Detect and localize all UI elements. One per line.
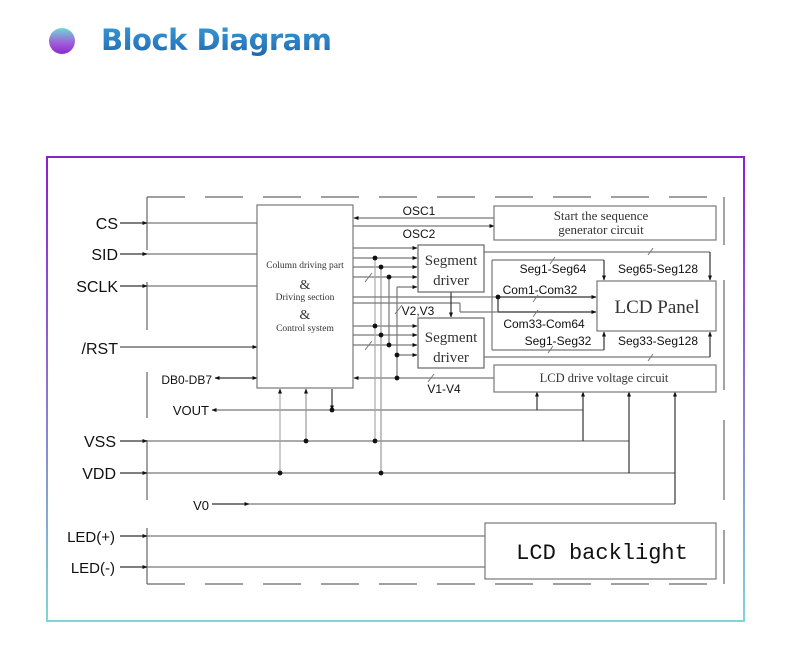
- section-header: Block Diagram: [0, 0, 790, 80]
- control-amp2: &: [300, 308, 311, 323]
- pin-db-label: DB0-DB7: [161, 373, 212, 387]
- junction-dots: [277, 255, 501, 476]
- pin-vout-label: VOUT: [173, 403, 209, 418]
- segment-driver-2-line1: Segment: [425, 330, 478, 346]
- segment-driver-2: Segment driver: [417, 317, 485, 369]
- segment-driver-1-line1: Segment: [425, 253, 478, 269]
- signal-wires: [120, 216, 712, 569]
- section-title: Block Diagram: [101, 18, 332, 62]
- bus-slash-marks: [364, 247, 654, 383]
- backlight-block: LCD backlight: [484, 522, 717, 580]
- seg33-128-label: Seg33-Seg128: [618, 334, 698, 348]
- pin-vss-label: VSS: [84, 434, 116, 451]
- lcd-panel-block: LCD Panel: [596, 280, 717, 332]
- control-line1: Column driving part: [266, 261, 344, 271]
- control-line3: Control system: [276, 324, 334, 334]
- com1-32-label: Com1-Com32: [503, 283, 578, 297]
- control-amp1: &: [300, 278, 311, 293]
- drive-voltage-label: LCD drive voltage circuit: [540, 371, 669, 385]
- gradient-circle-icon: [49, 28, 75, 54]
- seg1-32-label: Seg1-Seg32: [525, 334, 592, 348]
- segment-driver-2-line2: driver: [433, 350, 469, 366]
- v2v3-label: V2,V3: [402, 304, 435, 318]
- pin-led-plus-label: LED(+): [67, 529, 115, 546]
- sequence-line1: Start the sequence: [554, 208, 649, 223]
- seg1-64-label: Seg1-Seg64: [520, 262, 587, 276]
- com33-64-label: Com33-Com64: [503, 317, 585, 331]
- control-block: Column driving part & Driving section & …: [256, 204, 354, 389]
- segment-driver-1: Segment driver: [417, 244, 485, 293]
- drive-voltage-block: LCD drive voltage circuit: [493, 364, 717, 393]
- sequence-generator-block: Start the sequence generator circuit: [493, 205, 717, 241]
- control-line2: Driving section: [276, 293, 335, 303]
- sequence-line2: generator circuit: [558, 222, 644, 237]
- backlight-label: LCD backlight: [516, 541, 688, 566]
- pin-rst-label: /RST: [82, 341, 119, 358]
- pin-cs-label: CS: [96, 216, 118, 233]
- pin-led-minus-label: LED(-): [71, 560, 115, 577]
- lcd-panel-label: LCD Panel: [615, 297, 700, 318]
- v1v4-label: V1-V4: [427, 382, 461, 396]
- osc2-label: OSC2: [403, 227, 436, 241]
- pin-vdd-label: VDD: [82, 466, 116, 483]
- pin-sid-label: SID: [91, 247, 118, 264]
- pin-sclk-label: SCLK: [76, 279, 118, 296]
- seg65-128-label: Seg65-Seg128: [618, 262, 698, 276]
- osc1-label: OSC1: [403, 204, 436, 218]
- pin-v0-label: V0: [193, 498, 209, 513]
- segment-driver-1-line2: driver: [433, 273, 469, 289]
